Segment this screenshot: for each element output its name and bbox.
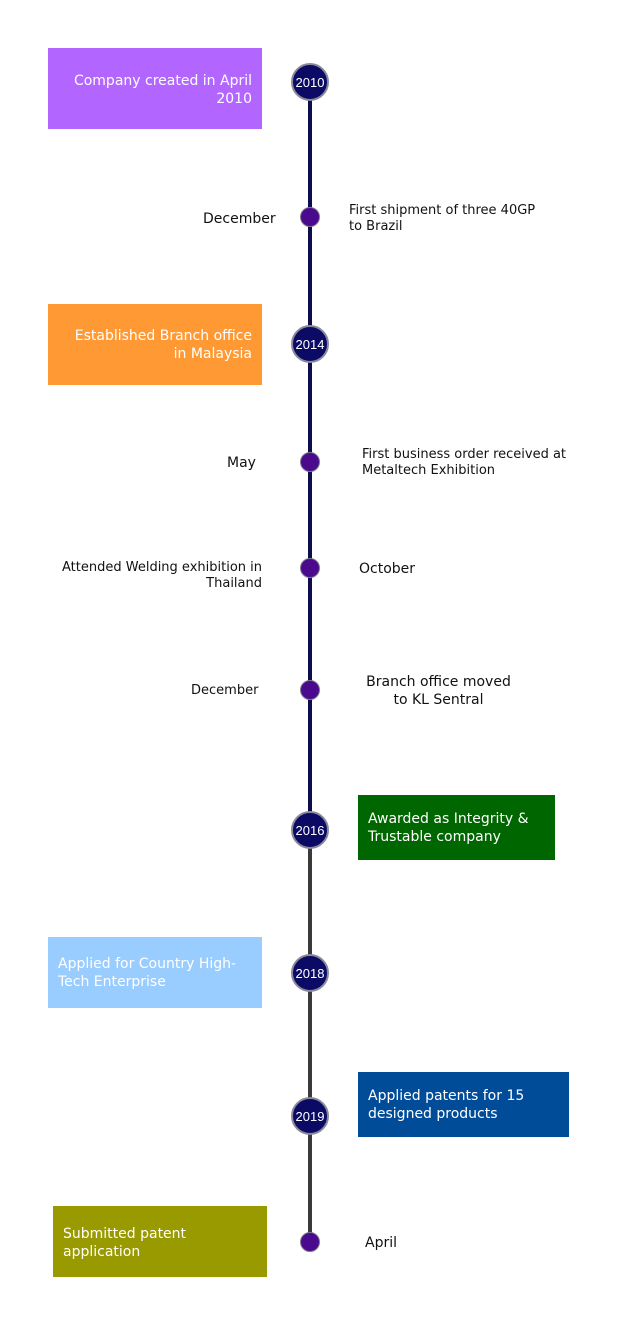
event-month-label: October (359, 561, 416, 577)
event-box-2014: Established Branch office in Malaysia (48, 304, 262, 385)
event-description: Attended Welding exhibition in Thailand (62, 560, 262, 591)
event-text: Applied for Country High-Tech Enterprise (58, 956, 237, 990)
event-box-patent: Submitted patent application (53, 1206, 267, 1277)
timeline-line-lower (308, 830, 312, 1242)
event-description: Branch office moved to KL Sentral (366, 674, 511, 708)
event-dot (300, 452, 320, 472)
year-node-2014: 2014 (291, 325, 329, 363)
event-dot (300, 558, 320, 578)
year-node-2016: 2016 (291, 811, 329, 849)
event-description: First business order received at Metalte… (362, 447, 567, 478)
year-node-2018: 2018 (291, 954, 329, 992)
event-month-label: April (365, 1235, 397, 1251)
event-text: Company created in April 2010 (73, 73, 252, 107)
event-dot (300, 680, 320, 700)
event-dot (300, 207, 320, 227)
event-month-label: May (227, 455, 256, 471)
event-dot (300, 1232, 320, 1252)
event-month-label: December (191, 683, 259, 698)
event-description: First shipment of three 40GP to Brazil (349, 203, 536, 234)
event-box-2010: Company created in April 2010 (48, 48, 262, 129)
event-box-2018: Applied for Country High-Tech Enterprise (48, 937, 262, 1008)
event-box-2019: Applied patents for 15 designed products (358, 1072, 569, 1137)
event-text: Applied patents for 15 designed products (368, 1088, 525, 1122)
event-text: Established Branch office in Malaysia (74, 328, 252, 362)
event-month-label: December (203, 211, 276, 227)
event-text: Awarded as Integrity & Trustable company (368, 811, 529, 845)
event-box-2016: Awarded as Integrity & Trustable company (358, 795, 555, 860)
year-node-2010: 2010 (291, 63, 329, 101)
year-node-2019: 2019 (291, 1097, 329, 1135)
event-text: Submitted patent application (63, 1226, 187, 1260)
